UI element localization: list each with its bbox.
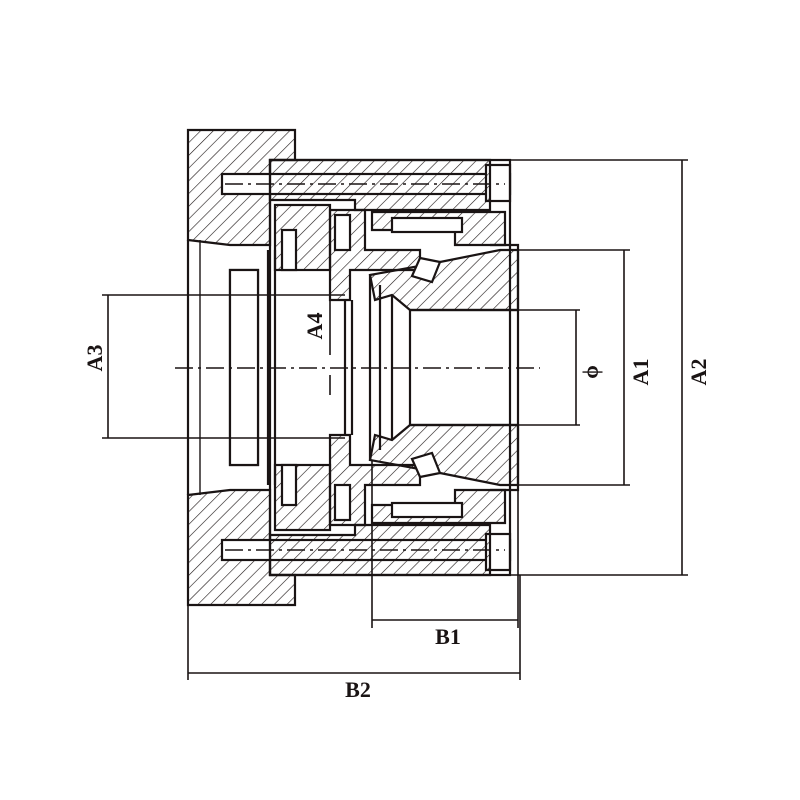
label-phi: ϕ xyxy=(578,365,603,379)
piston xyxy=(328,208,422,527)
label-a4: A4 xyxy=(302,313,327,340)
front-cap xyxy=(370,210,520,525)
housing-sleeve xyxy=(268,158,512,577)
label-a1: A1 xyxy=(628,359,653,386)
dimensions xyxy=(102,159,688,680)
label-a3: A3 xyxy=(82,345,107,372)
label-b2: B2 xyxy=(345,677,371,702)
label-b1: B1 xyxy=(435,624,461,649)
label-a2: A2 xyxy=(686,359,711,386)
